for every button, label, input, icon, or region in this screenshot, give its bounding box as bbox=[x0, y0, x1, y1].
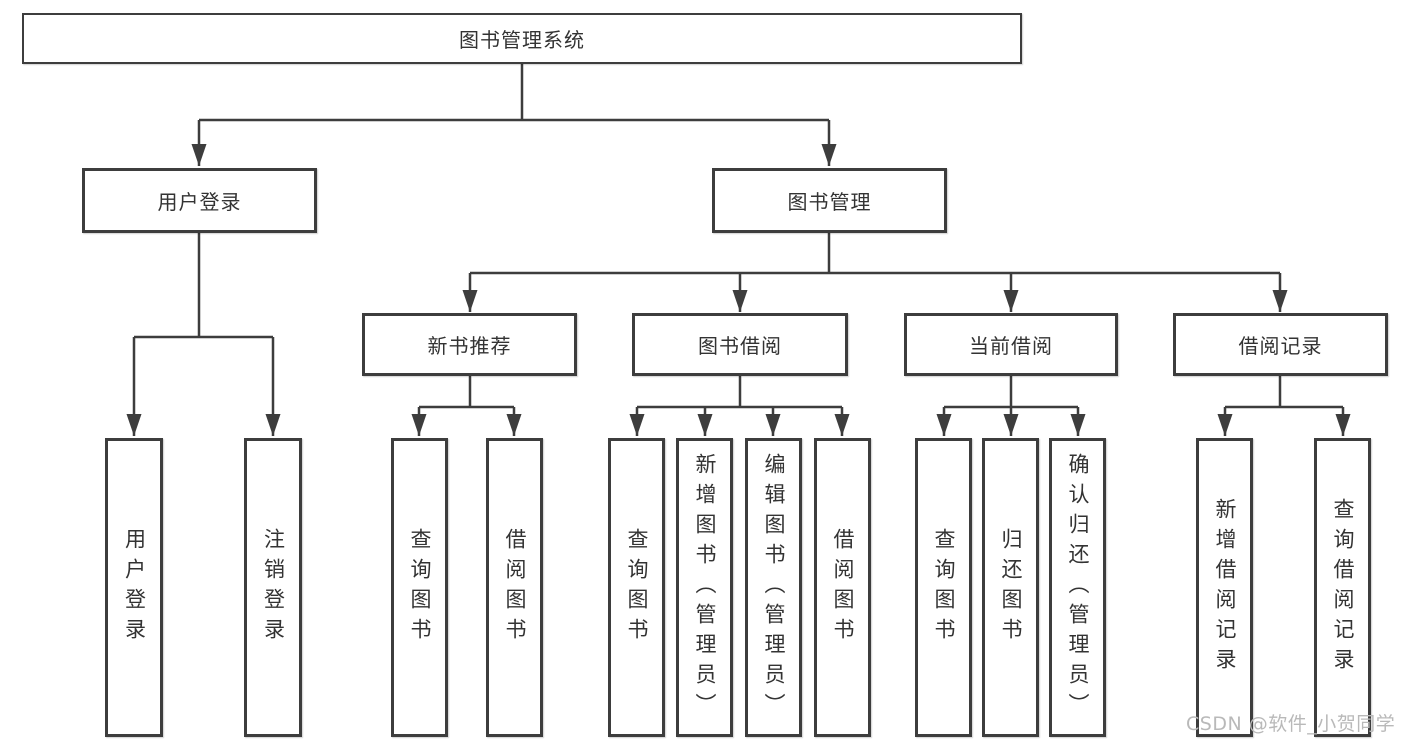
node-current-borrow-label: 当前借阅 bbox=[969, 334, 1053, 358]
leaf-query-books-current-label: 查询图书 bbox=[932, 527, 956, 648]
leaf-query-books-recommend: 查询图书 bbox=[391, 438, 448, 737]
csdn-watermark: CSDN @软件_小贺同学 bbox=[1186, 713, 1396, 735]
node-user-login: 用户登录 bbox=[82, 168, 317, 233]
node-book-management-label: 图书管理 bbox=[787, 190, 872, 214]
leaf-add-borrow-record: 新增借阅记录 bbox=[1196, 438, 1253, 737]
node-library-system: 图书管理系统 bbox=[22, 13, 1022, 64]
leaf-return-books: 归还图书 bbox=[982, 438, 1039, 737]
leaf-query-books-recommend-label: 查询图书 bbox=[408, 527, 432, 648]
leaf-query-borrow-record: 查询借阅记录 bbox=[1314, 438, 1371, 737]
node-library-system-label: 图书管理系统 bbox=[459, 28, 585, 52]
node-borrow-records: 借阅记录 bbox=[1173, 313, 1388, 376]
leaf-confirm-return-admin-label: 确认归还（管理员） bbox=[1066, 452, 1090, 723]
node-current-borrow: 当前借阅 bbox=[904, 313, 1118, 376]
leaf-query-books-current: 查询图书 bbox=[915, 438, 972, 737]
leaf-add-books-admin-label: 新增图书（管理员） bbox=[693, 452, 717, 723]
leaf-user-login: 用户登录 bbox=[105, 438, 163, 737]
leaf-confirm-return-admin: 确认归还（管理员） bbox=[1049, 438, 1106, 737]
leaf-add-books-admin: 新增图书（管理员） bbox=[676, 438, 733, 737]
leaf-query-books-borrow: 查询图书 bbox=[608, 438, 665, 737]
leaf-add-borrow-record-label: 新增借阅记录 bbox=[1213, 497, 1237, 678]
node-user-login-label: 用户登录 bbox=[157, 190, 242, 214]
leaf-edit-books-admin-label: 编辑图书（管理员） bbox=[762, 452, 786, 723]
leaf-query-borrow-record-label: 查询借阅记录 bbox=[1331, 497, 1355, 678]
node-book-borrow-label: 图书借阅 bbox=[698, 334, 782, 358]
leaf-logout-login: 注销登录 bbox=[244, 438, 302, 737]
node-book-borrow: 图书借阅 bbox=[632, 313, 848, 376]
leaf-edit-books-admin: 编辑图书（管理员） bbox=[745, 438, 802, 737]
leaf-logout-login-label: 注销登录 bbox=[261, 527, 286, 648]
leaf-borrow-books-recommend: 借阅图书 bbox=[486, 438, 543, 737]
leaf-query-books-borrow-label: 查询图书 bbox=[625, 527, 649, 648]
node-borrow-records-label: 借阅记录 bbox=[1238, 334, 1323, 358]
leaf-return-books-label: 归还图书 bbox=[999, 527, 1023, 648]
node-book-management: 图书管理 bbox=[712, 168, 947, 233]
leaf-borrow-books: 借阅图书 bbox=[814, 438, 871, 737]
node-new-book-recommend: 新书推荐 bbox=[362, 313, 577, 376]
leaf-user-login-label: 用户登录 bbox=[122, 527, 147, 648]
leaf-borrow-books-recommend-label: 借阅图书 bbox=[503, 527, 527, 648]
node-new-book-recommend-label: 新书推荐 bbox=[427, 334, 512, 358]
leaf-borrow-books-label: 借阅图书 bbox=[831, 527, 855, 648]
